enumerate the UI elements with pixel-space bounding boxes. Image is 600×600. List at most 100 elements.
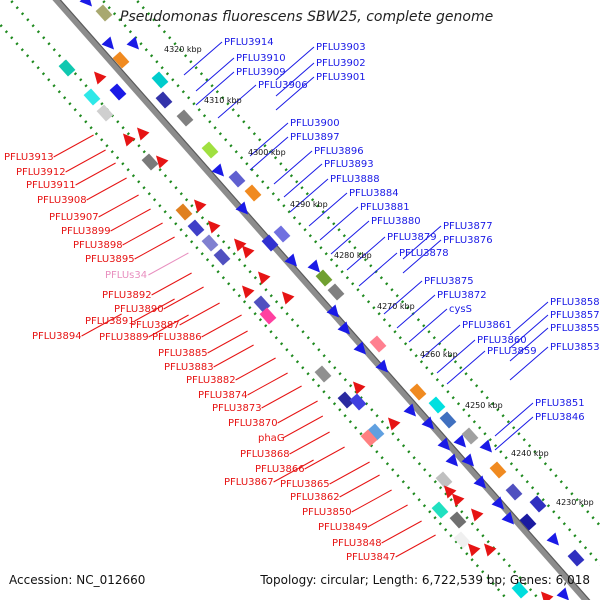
reverse-leader-line <box>351 489 392 513</box>
forward-leader-line <box>358 252 398 287</box>
gene-box <box>461 427 479 445</box>
reverse-gene-arrow <box>193 199 207 213</box>
backbone-edge <box>59 0 591 600</box>
forward-gene-label: PFLU3900 <box>290 118 340 129</box>
forward-gene-label: PFLU3880 <box>371 216 421 227</box>
forward-leader-line <box>402 225 442 260</box>
reverse-gene-label: PFLU3894 <box>32 331 82 342</box>
forward-gene-label: PFLU3853 <box>550 342 600 353</box>
forward-gene-label: PFLU3859 <box>487 346 537 357</box>
reverse-gene-label: PFLU3886 <box>152 332 202 343</box>
gene-box <box>213 248 231 266</box>
forward-leader-line <box>249 122 289 157</box>
gene-box <box>244 184 262 202</box>
forward-gene-arrow <box>479 439 493 453</box>
reverse-gene-arrow <box>241 285 255 299</box>
reverse-gene-label: PFLU3898 <box>73 240 123 251</box>
gene-blocks <box>58 0 585 600</box>
gene-box <box>315 269 333 287</box>
reverse-gene-label: PFLU3891 <box>85 316 135 327</box>
forward-leader-line <box>319 206 359 241</box>
reverse-leader-line <box>329 461 370 485</box>
forward-gene-label: PFLU3879 <box>387 232 437 243</box>
reverse-leader-line <box>207 330 248 354</box>
reverse-gene-arrow <box>257 271 271 285</box>
reverse-gene-arrow <box>540 591 554 600</box>
reverse-gene-label: PFLU3883 <box>164 362 214 373</box>
reverse-leader-line <box>134 236 175 260</box>
reverse-gene-arrow <box>136 127 150 141</box>
forward-gene-label: PFLU3903 <box>316 42 366 53</box>
forward-leader-line <box>436 339 476 374</box>
forward-gene-label: PFLU3888 <box>330 174 380 185</box>
reverse-gene-label: phaG <box>258 433 285 444</box>
reverse-gene-label: PFLU3895 <box>85 254 135 265</box>
forward-gene-arrow <box>337 321 351 335</box>
reverse-leader-line <box>304 446 345 470</box>
reverse-gene-label: PFLU3866 <box>255 464 305 475</box>
reverse-gene-arrow <box>155 155 169 169</box>
reverse-leader-line <box>163 286 204 310</box>
forward-gene-label: PFLU3860 <box>477 335 527 346</box>
gene-box <box>112 51 130 69</box>
forward-gene-arrow <box>307 259 321 273</box>
forward-gene-label: PFLU3861 <box>462 320 512 331</box>
reverse-gene-arrow <box>451 493 465 507</box>
reverse-leader-line <box>289 431 330 455</box>
reverse-leader-line <box>395 534 436 558</box>
forward-gene-label: PFLU3896 <box>314 146 364 157</box>
forward-gene-label: PFLU3872 <box>437 290 487 301</box>
reverse-gene-label: PFLU3911 <box>26 180 76 191</box>
gene-box <box>273 225 291 243</box>
tick-label: 4290 kbp <box>290 200 328 209</box>
gene-box <box>453 531 471 549</box>
reverse-leader-line <box>148 314 189 338</box>
gene-box <box>109 83 127 101</box>
forward-leader-line <box>275 46 315 81</box>
forward-gene-arrow <box>453 434 467 448</box>
reverse-gene-label: PFLU3890 <box>114 304 164 315</box>
gene-box <box>327 283 345 301</box>
reverse-gene-label: PFLU3899 <box>61 226 111 237</box>
reverse-leader-line <box>381 520 422 544</box>
reverse-gene-label: PFLUs34 <box>105 270 147 281</box>
reverse-gene-arrow <box>387 417 401 431</box>
reverse-leader-line <box>339 474 380 498</box>
gene-box <box>83 88 101 106</box>
reverse-gene-labels: PFLU3913PFLU3912PFLU3911PFLU3908PFLU3907… <box>4 152 396 563</box>
forward-leader-line <box>509 314 549 349</box>
gene-box <box>201 234 219 252</box>
gene-box <box>489 461 507 479</box>
gene-box <box>431 501 449 519</box>
reverse-gene-label: PFLU3908 <box>37 195 87 206</box>
forward-gene-arrow <box>101 36 115 50</box>
reverse-gene-label: PFLU3882 <box>186 375 236 386</box>
reverse-gene-label: PFLU3873 <box>212 403 262 414</box>
forward-leader-line <box>308 192 348 227</box>
gene-box <box>259 307 277 325</box>
forward-leader-line <box>509 346 549 381</box>
gene-box <box>409 383 427 401</box>
gene-box <box>187 219 205 237</box>
reverse-leader-line <box>179 302 220 326</box>
gene-box <box>201 141 219 159</box>
reverse-leader-line <box>151 272 192 296</box>
reverse-leader-line <box>201 314 242 338</box>
forward-leader-line <box>273 150 313 185</box>
forward-gene-label: PFLU3858 <box>550 297 600 308</box>
reverse-gene-label: PFLU3874 <box>198 390 248 401</box>
reverse-gene-label: PFLU3870 <box>228 418 278 429</box>
gene-box <box>519 513 537 531</box>
gene-box <box>505 483 523 501</box>
reverse-gene-label: PFLU3912 <box>16 167 66 178</box>
forward-gene-label: PFLU3875 <box>424 276 474 287</box>
forward-gene-label: PFLU3884 <box>349 188 399 199</box>
gene-box <box>261 234 279 252</box>
reverse-leader-line <box>122 222 163 246</box>
forward-leader-line <box>383 280 423 315</box>
forward-gene-label: PFLU3846 <box>535 412 585 423</box>
forward-leader-line <box>346 236 386 271</box>
forward-leader-line <box>509 301 549 336</box>
reverse-leader-line <box>282 415 324 439</box>
